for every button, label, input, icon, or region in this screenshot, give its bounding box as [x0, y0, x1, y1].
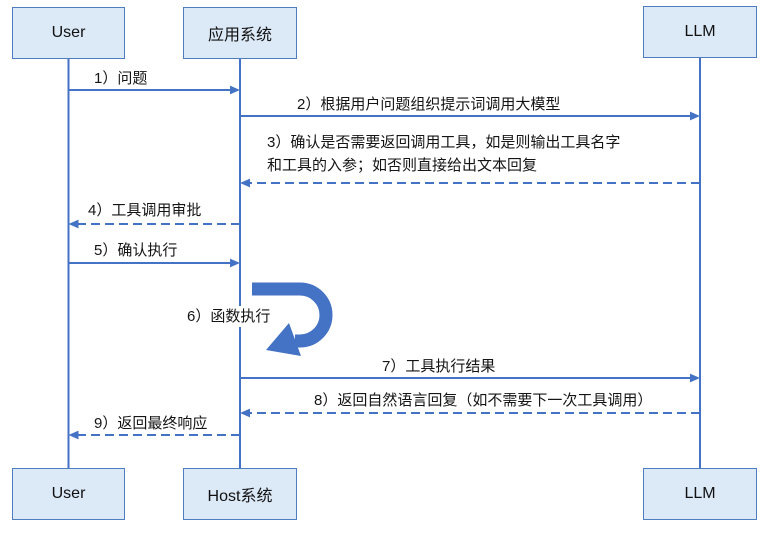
message-label-3: 3）确认是否需要返回调用工具，如是则输出工具名字 和工具的入参；如否则直接给出文…	[265, 131, 623, 177]
actor-top-llm: LLM	[643, 6, 757, 58]
actor-label: 应用系统	[207, 27, 272, 44]
arrowhead-left-icon	[68, 219, 79, 229]
self-loop-arrow-icon	[252, 282, 333, 356]
arrowhead-right-icon	[690, 111, 700, 121]
actor-label: User	[51, 485, 86, 502]
message-label-2: 2）根据用户问题组织提示词调用大模型	[295, 94, 563, 115]
arrowhead-right-icon	[230, 258, 240, 268]
message-label-4: 4）工具调用审批	[86, 200, 204, 221]
arrowhead-left-icon	[240, 178, 250, 188]
message-label-6: 6）函数执行	[185, 306, 273, 327]
message-9-arrow	[68, 430, 240, 440]
arrowhead-left-icon	[240, 408, 250, 418]
message-label-9: 9）返回最终响应	[92, 413, 210, 434]
message-2-arrow	[240, 111, 700, 121]
message-4-arrow	[68, 219, 240, 229]
actor-top-user: User	[12, 7, 125, 59]
arrowhead-right-icon	[690, 373, 700, 383]
actor-bottom-user: User	[12, 468, 125, 520]
message-7-arrow	[240, 373, 700, 383]
message-label-8: 8）返回自然语言回复（如不需要下一次工具调用）	[312, 390, 655, 411]
arrowhead-left-icon	[68, 430, 79, 440]
actor-top-app: 应用系统	[183, 7, 297, 59]
actor-label: Host系统	[207, 488, 273, 505]
message-arrows	[68, 85, 700, 440]
message-1-arrow	[68, 85, 240, 95]
message-8-arrow	[240, 408, 700, 418]
actor-label: LLM	[684, 485, 716, 502]
message-3-arrow	[240, 178, 700, 188]
actor-bottom-host: Host系统	[183, 468, 297, 520]
actor-bottom-llm: LLM	[643, 468, 757, 520]
arrowhead-right-icon	[230, 85, 240, 95]
message-label-7: 7）工具执行结果	[380, 356, 498, 377]
message-5-arrow	[68, 258, 240, 268]
message-label-5: 5）确认执行	[92, 240, 180, 261]
lifelines	[67, 58, 701, 470]
actor-label: LLM	[684, 23, 716, 40]
message-label-1: 1）问题	[92, 68, 150, 89]
actor-label: User	[51, 24, 86, 41]
